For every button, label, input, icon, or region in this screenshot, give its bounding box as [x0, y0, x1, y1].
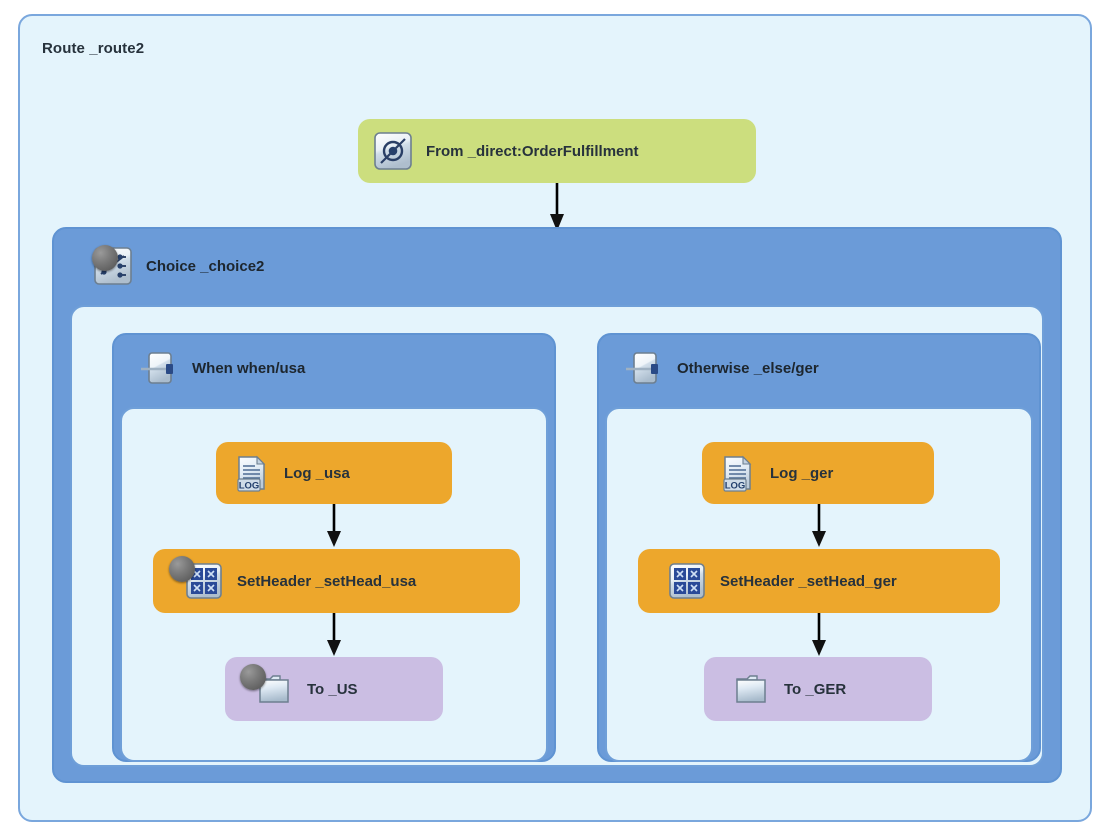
log-document-icon: LOG — [230, 452, 272, 494]
node-to-us[interactable]: To _US — [225, 657, 443, 721]
set-header-icon — [183, 560, 225, 602]
svg-text:LOG: LOG — [725, 481, 746, 492]
set-header-icon — [666, 560, 708, 602]
node-log-usa[interactable]: LOG Log _usa — [216, 442, 452, 504]
when-filter-icon — [138, 347, 180, 389]
branch-header-otherwise-label: Otherwise _else/ger — [677, 359, 819, 377]
node-setheader-usa[interactable]: SetHeader _setHead_usa — [153, 549, 520, 613]
node-to-ger[interactable]: To _GER — [704, 657, 932, 721]
node-from[interactable]: From _direct:OrderFulfillment — [358, 119, 756, 183]
folder-icon — [253, 668, 295, 710]
node-log-usa-label: Log _usa — [284, 464, 350, 482]
choice-header-label: Choice _choice2 — [146, 257, 265, 275]
arrow-setheader-ger-to-to-ger — [809, 613, 829, 658]
node-to-ger-label: To _GER — [784, 680, 847, 698]
node-setheader-ger[interactable]: SetHeader _setHead_ger — [638, 549, 1000, 613]
node-log-ger[interactable]: LOG Log _ger — [702, 442, 934, 504]
arrow-setheader-usa-to-to-us — [324, 613, 344, 658]
choice-ball-icon — [92, 245, 118, 271]
to-us-ball-icon — [240, 664, 266, 690]
route-container: Route _route2 From _direct:OrderFulfillm… — [18, 14, 1092, 822]
arrow-log-usa-to-setheader-usa — [324, 504, 344, 549]
log-document-icon: LOG — [716, 452, 758, 494]
node-from-label: From _direct:OrderFulfillment — [426, 142, 639, 160]
node-setheader-usa-label: SetHeader _setHead_usa — [237, 572, 417, 590]
direct-endpoint-icon — [372, 130, 414, 172]
branch-header-otherwise[interactable]: Otherwise _else/ger — [597, 333, 1041, 403]
arrow-log-ger-to-setheader-ger — [809, 504, 829, 549]
folder-icon — [730, 668, 772, 710]
setheader-usa-ball-icon — [169, 556, 195, 582]
branch-header-when[interactable]: When when/usa — [112, 333, 556, 403]
node-log-ger-label: Log _ger — [770, 464, 834, 482]
arrow-from-to-choice — [547, 183, 567, 233]
otherwise-filter-icon — [623, 347, 665, 389]
node-to-us-label: To _US — [307, 680, 358, 698]
node-setheader-ger-label: SetHeader _setHead_ger — [720, 572, 897, 590]
svg-text:LOG: LOG — [239, 481, 260, 492]
route-title: Route _route2 — [42, 40, 145, 57]
choice-header[interactable]: Choice _choice2 — [52, 227, 1062, 305]
branch-header-when-label: When when/usa — [192, 359, 306, 377]
